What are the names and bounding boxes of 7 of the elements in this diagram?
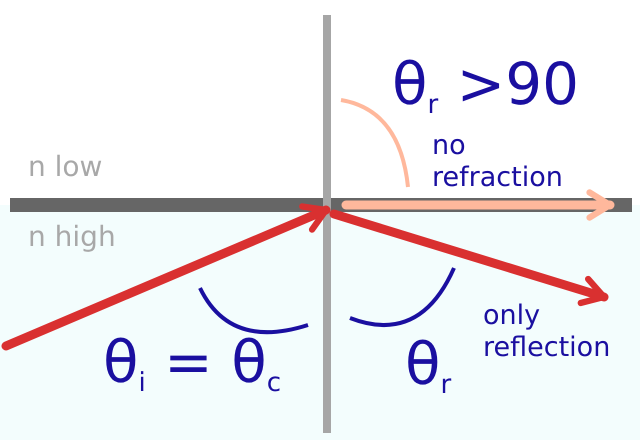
note-text: no refraction	[432, 130, 564, 195]
medium-label: n high	[28, 223, 116, 251]
medium-label: n low	[28, 153, 102, 181]
angle-label: θ$_{r}$	[405, 335, 452, 398]
angle-label: θ$_{r}$ >90	[392, 55, 580, 118]
note-text: only reflection	[483, 300, 612, 365]
angle-label: θ$_{i}$ = θ$_{c}$	[103, 333, 282, 396]
